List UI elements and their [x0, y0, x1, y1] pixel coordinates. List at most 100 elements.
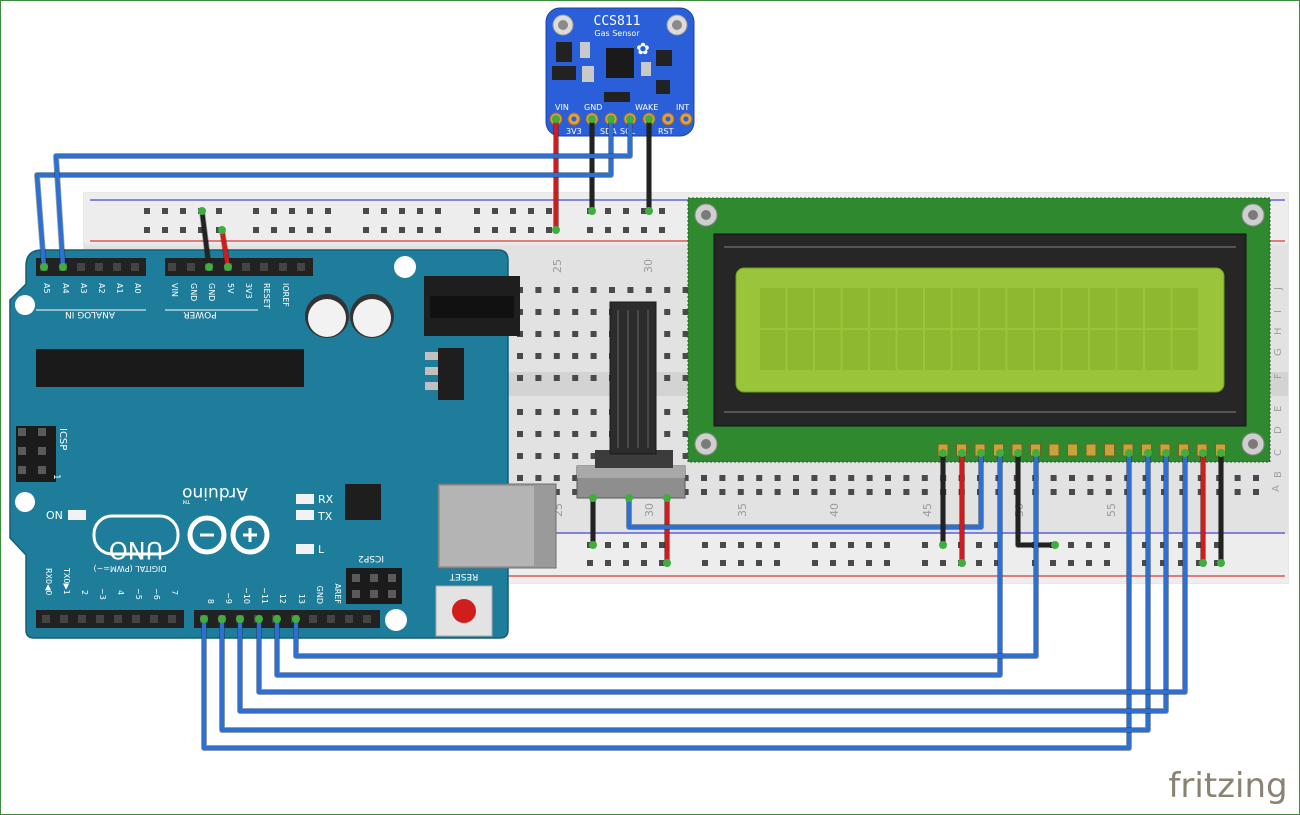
wire-sensor-scl-end-b — [59, 263, 67, 271]
wire-sensor-wake-end-a — [645, 115, 653, 123]
pin-label-aref: AREF — [333, 583, 342, 604]
infinity-left-loop — [187, 515, 227, 555]
wire-lcd-rs-end-a — [996, 449, 1004, 457]
rail-hole — [720, 560, 726, 566]
regulator-lead-1 — [425, 352, 440, 360]
uno-badge — [92, 514, 180, 556]
wire-lcd-rw-end-b — [1051, 541, 1059, 549]
col-number-top-25: 25 — [551, 259, 564, 273]
wire-arduino-5v — [219, 229, 231, 268]
terminal-hole — [535, 453, 542, 459]
terminal-hole — [517, 353, 523, 359]
lcd-cell — [980, 330, 1006, 370]
sensor-pin-rst-label: RST — [658, 127, 674, 136]
header-pin — [279, 263, 287, 271]
reset-button[interactable] — [435, 585, 493, 637]
terminal-hole — [553, 353, 560, 359]
terminal-hole — [517, 431, 523, 437]
atmega-chip — [36, 349, 304, 387]
header-pin — [132, 615, 140, 623]
header-pin — [114, 615, 122, 623]
rail-hole — [623, 227, 629, 233]
pin-label-gnd-1: GND — [189, 283, 198, 301]
row-letter-g: G — [1273, 348, 1284, 356]
rx-led — [296, 494, 314, 504]
pin-label-a2: A2 — [97, 283, 106, 294]
rail-hole — [1086, 560, 1092, 566]
wire-lcd-rw-end-a — [1014, 449, 1022, 457]
pin-label-6: ~6 — [152, 588, 161, 600]
terminal-hole — [535, 353, 542, 359]
sensor-smd-1 — [556, 42, 572, 62]
rail-hole — [253, 227, 259, 233]
sensor-pin-gnd-label: GND — [584, 103, 602, 112]
sensor-smd-5 — [604, 92, 630, 102]
rail-hole — [546, 227, 552, 233]
tx-led — [296, 510, 314, 520]
rail-hole — [363, 208, 369, 214]
rail-hole — [605, 560, 611, 566]
rail-hole — [180, 208, 186, 214]
rail-hole — [381, 208, 387, 214]
wire-arduino-5v-end-a — [224, 263, 232, 271]
rail-hole — [216, 208, 222, 214]
terminal-hole — [1179, 475, 1186, 481]
pin-label-9: ~9 — [224, 592, 233, 604]
terminal-hole — [517, 475, 523, 481]
lcd-cell — [952, 330, 978, 370]
lcd-cell — [925, 330, 951, 370]
wire-pot-wiper — [626, 453, 984, 530]
header-pin — [96, 615, 104, 623]
terminal-hole — [572, 287, 579, 293]
rail-hole — [307, 208, 313, 214]
lcd-cell — [842, 330, 868, 370]
icsp-pin — [38, 447, 46, 455]
rail-hole — [623, 560, 629, 566]
reset-button-cap[interactable] — [452, 599, 476, 623]
terminal-hole — [553, 431, 560, 437]
terminal-hole — [829, 489, 836, 495]
terminal-hole — [774, 475, 781, 481]
header-pin — [187, 263, 195, 271]
terminal-hole — [609, 287, 615, 293]
terminal-hole — [1142, 475, 1149, 481]
terminal-hole — [885, 475, 891, 481]
sensor-pin-hole — [571, 116, 577, 122]
terminal-hole — [848, 489, 855, 495]
header-pin — [60, 615, 68, 623]
lcd-cell — [1035, 330, 1061, 370]
icsp2-pin — [352, 590, 360, 598]
rail-hole — [641, 542, 647, 548]
lcd-pin — [1104, 443, 1115, 457]
lcd-cell — [1172, 288, 1198, 328]
terminal-hole — [682, 287, 689, 293]
lcd-cell — [1062, 288, 1088, 328]
row-letter-i: I — [1273, 310, 1284, 313]
row-letter-b: B — [1273, 471, 1284, 478]
terminal-hole — [572, 353, 579, 359]
adafruit-flower-icon: ✿ — [636, 39, 649, 58]
terminal-hole — [682, 431, 689, 437]
ccs811-sensor: CCS811 Gas Sensor ✿ VIN GND WAKE INT 3V3… — [545, 7, 695, 137]
sensor-mount-hole-right-inner — [672, 20, 682, 30]
pin-label-7: 7 — [170, 590, 179, 595]
wire-lcd-backlight-a-end-b — [1199, 559, 1207, 567]
wire-lcd-vss-end-b — [939, 541, 947, 549]
usb-chip — [345, 484, 381, 520]
lcd-pin — [1085, 443, 1097, 457]
sensor-pin-int-label: INT — [676, 103, 689, 112]
terminal-hole — [590, 431, 597, 437]
wire-arduino-gnd-end-b — [198, 207, 206, 215]
terminal-hole — [921, 489, 928, 495]
terminal-hole — [682, 353, 689, 359]
terminal-hole — [664, 353, 671, 359]
wire-sensor-scl-end-a — [626, 115, 634, 123]
rail-hole — [605, 208, 611, 214]
wire-sensor-wake-end-b — [645, 207, 653, 215]
rail-hole — [884, 560, 890, 566]
terminal-hole — [756, 475, 763, 481]
rail-hole — [641, 560, 647, 566]
pin-label-ioref: IOREF — [281, 283, 290, 307]
rail-hole — [435, 208, 441, 214]
digital-pin-labels: 8 ~9 ~10 ~11 12 13 GND AREF — [206, 583, 342, 604]
